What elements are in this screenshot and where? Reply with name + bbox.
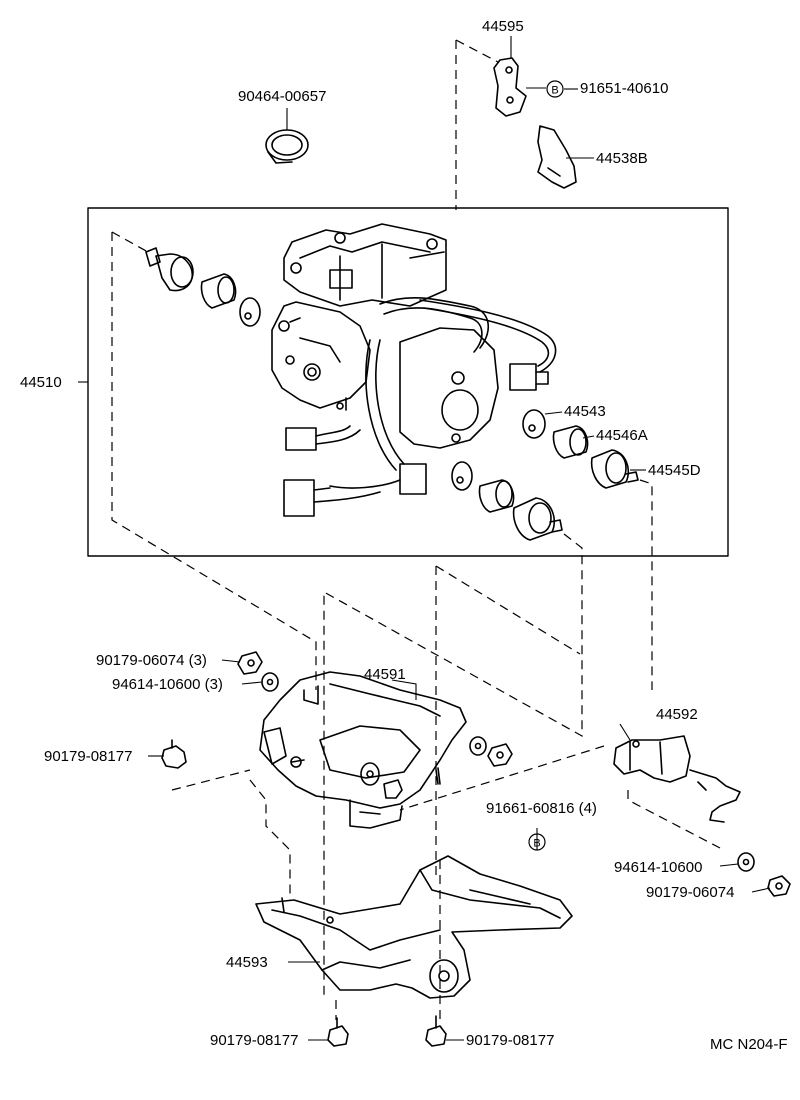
sensor-stack-left (145, 247, 261, 327)
marker-b-stud (437, 767, 441, 785)
assembly-frame (87, 207, 729, 557)
label-94614-10600-3: 94614-10600 (3) (112, 676, 223, 693)
bracket-44592 (613, 735, 741, 823)
label-94614-10600: 94614-10600 (614, 859, 703, 876)
marker-b-91661: B (528, 833, 546, 851)
diagram-code: MC N204-F (710, 1036, 788, 1053)
label-44538B: 44538B (596, 150, 648, 167)
sensor-stack-right (522, 409, 639, 489)
label-91661-60816: 91661-60816 (4) (486, 800, 597, 817)
nut-90179-06074-right (767, 875, 791, 897)
bolt-90179-08177-left (161, 739, 187, 769)
marker-b-91651: B (546, 80, 564, 98)
label-44545D: 44545D (648, 462, 701, 479)
bracket-44595 (493, 57, 527, 117)
washer-94614-right-of-44591 (469, 736, 487, 756)
bolt-90179-08177-bottom-left (327, 1017, 349, 1047)
label-90179-08177-bottom-left: 90179-08177 (210, 1032, 299, 1049)
label-44543: 44543 (564, 403, 606, 420)
nut-90179-06074-right-of-44591 (487, 743, 513, 767)
clip-44538B (537, 125, 577, 189)
label-44510: 44510 (20, 374, 62, 391)
clamp-90464 (265, 129, 309, 164)
svg-text:B: B (551, 85, 558, 97)
bracket-44591 (259, 671, 467, 829)
label-90179-08177-bottom-right: 90179-08177 (466, 1032, 555, 1049)
label-44593: 44593 (226, 954, 268, 971)
washer-94614-right (737, 852, 755, 872)
leader-lines (78, 36, 771, 1041)
alignment-lines (111, 39, 721, 1020)
label-44546A: 44546A (596, 427, 648, 444)
label-90464-00657: 90464-00657 (238, 88, 327, 105)
label-44592: 44592 (656, 706, 698, 723)
label-90179-08177-left: 90179-08177 (44, 748, 133, 765)
bracket-44593 (255, 855, 573, 999)
label-90179-06074-3: 90179-06074 (3) (96, 652, 207, 669)
label-90179-06074: 90179-06074 (646, 884, 735, 901)
nut-90179-06074-left (237, 651, 263, 675)
svg-text:B: B (533, 838, 540, 850)
label-91651-40610: 91651-40610 (580, 80, 669, 97)
label-44591: 44591 (364, 666, 406, 683)
label-44595: 44595 (482, 18, 524, 35)
actuator-44510 (271, 223, 557, 517)
sensor-stack-lower (451, 461, 563, 541)
washer-94614-left (261, 672, 279, 692)
bolt-90179-08177-bottom-right (425, 1015, 447, 1047)
